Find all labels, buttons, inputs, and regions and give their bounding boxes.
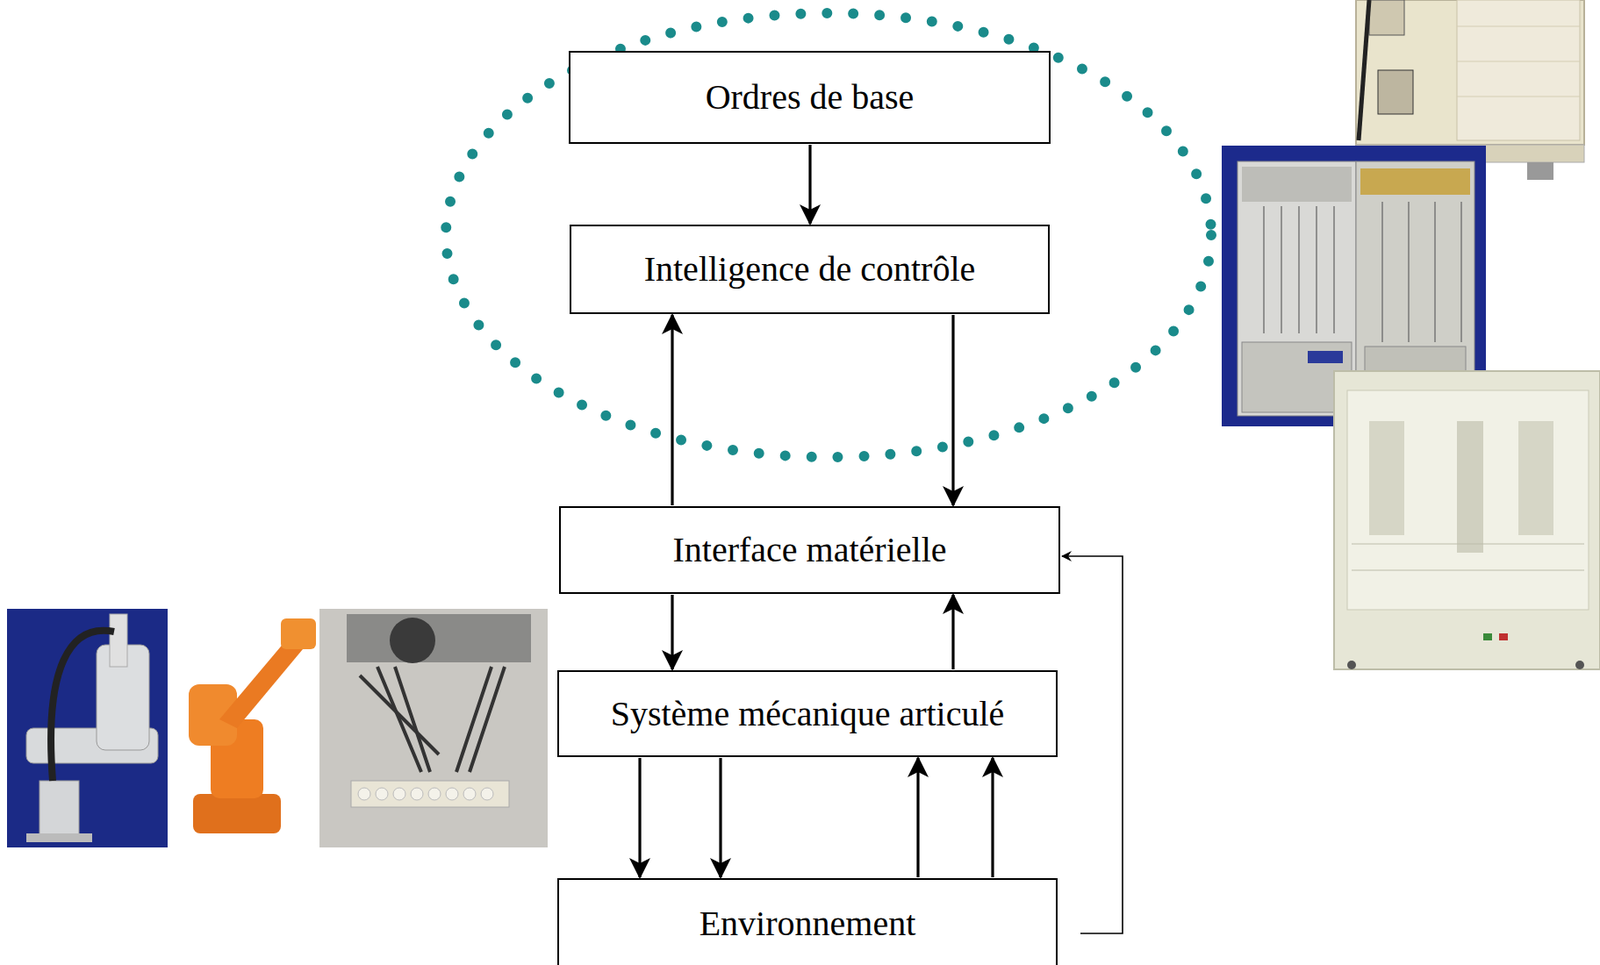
flow-arrow bbox=[670, 315, 674, 506]
box-label: Environnement bbox=[699, 904, 917, 944]
flow-arrow bbox=[718, 758, 722, 878]
box-label: Intelligence de contrôle bbox=[644, 250, 976, 289]
flow-arrow bbox=[916, 758, 919, 878]
feedback-line bbox=[1061, 556, 1123, 934]
process-box: Système mécanique articulé bbox=[557, 670, 1058, 758]
box-label: Système mécanique articulé bbox=[610, 695, 1005, 734]
process-box: Environnement bbox=[557, 878, 1058, 965]
open-cabinet-photo bbox=[1334, 371, 1600, 670]
process-box: Interface matérielle bbox=[559, 506, 1061, 595]
process-box: Ordres de base bbox=[568, 50, 1051, 144]
flow-arrow bbox=[990, 758, 994, 878]
flow-arrow bbox=[670, 595, 674, 670]
flow-arrow bbox=[808, 144, 811, 224]
box-label: Ordres de base bbox=[705, 78, 915, 117]
box-label: Interface matérielle bbox=[673, 530, 948, 570]
flow-arrow bbox=[638, 758, 641, 878]
flow-arrow bbox=[951, 315, 955, 506]
flow-arrow bbox=[951, 595, 955, 670]
process-box: Intelligence de contrôle bbox=[569, 224, 1050, 315]
robots-photo bbox=[7, 609, 548, 848]
dotted-ellipse bbox=[445, 13, 1212, 458]
